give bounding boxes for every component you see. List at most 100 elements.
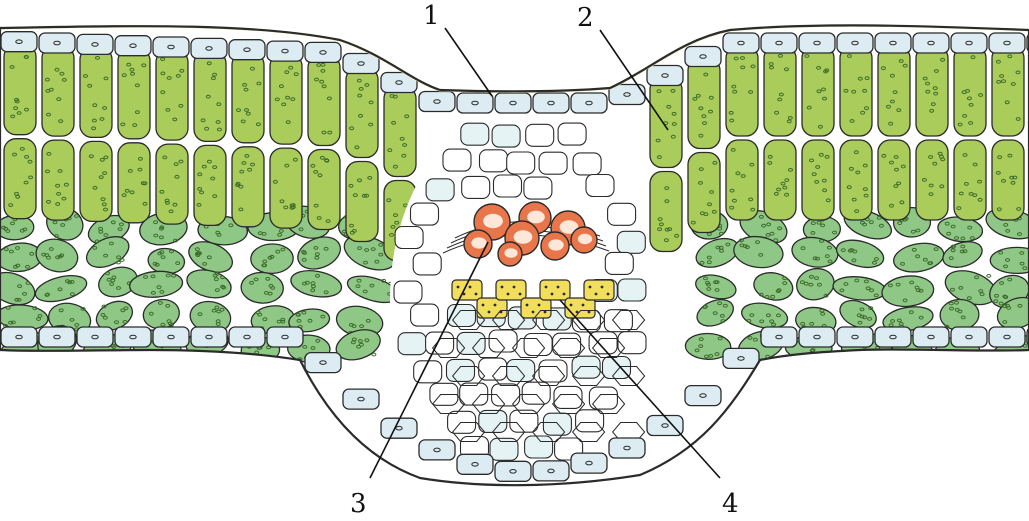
- phloem-dot: [551, 293, 554, 296]
- epidermis-cell: [571, 93, 607, 113]
- epidermis-cell: [1, 327, 37, 347]
- epidermis-cell: [685, 47, 721, 67]
- palisade-cell: [802, 140, 834, 220]
- phloem-dot: [595, 293, 598, 296]
- palisade-cell: [916, 140, 948, 220]
- epidermis-cell: [191, 38, 227, 58]
- epidermis-cell: [229, 40, 265, 60]
- chloroplast: [10, 355, 14, 358]
- epidermis-cell: [495, 93, 531, 113]
- epidermis-cell: [989, 33, 1025, 53]
- parenchyma-cell: [618, 279, 646, 301]
- phloem-cell: [584, 280, 614, 300]
- parenchyma-cell: [572, 356, 600, 378]
- epidermis-cell: [229, 327, 265, 347]
- parenchyma-cell: [507, 360, 535, 382]
- parenchyma-cell: [553, 333, 581, 355]
- epidermis-cell: [799, 33, 835, 53]
- palisade-cell: [650, 78, 682, 168]
- parenchyma-cell: [462, 176, 490, 198]
- xylem-lumen: [578, 234, 592, 244]
- epidermis-cell: [115, 327, 151, 347]
- epidermis-cell: [457, 93, 493, 113]
- phloem-dot: [488, 311, 491, 314]
- phloem-dot: [457, 286, 460, 289]
- callout-label-1: 1: [423, 1, 440, 31]
- epidermis-cell: [685, 386, 721, 406]
- vascular-bundle-group: [390, 110, 650, 490]
- palisade-cell: [840, 140, 872, 220]
- epidermis-cell: [533, 93, 569, 113]
- palisade-cell: [650, 172, 682, 252]
- epidermis-cell: [533, 461, 569, 481]
- phloem-dot: [588, 311, 591, 314]
- epidermis-cell: [419, 92, 455, 112]
- epidermis-cell: [609, 438, 645, 458]
- epidermis-cell: [913, 33, 949, 53]
- palisade-cell: [992, 46, 1024, 136]
- palisade-cell: [308, 56, 340, 146]
- phloem-cell: [521, 298, 551, 318]
- phloem-dot: [582, 304, 585, 307]
- parenchyma-cell: [539, 152, 567, 174]
- palisade-cell: [232, 53, 264, 143]
- palisade-cell: [916, 46, 948, 136]
- chloroplast: [1024, 353, 1028, 356]
- palisade-cell: [346, 68, 378, 158]
- parenchyma-cell: [558, 123, 586, 145]
- callout-label-4: 4: [722, 489, 739, 519]
- epidermis-cell: [305, 42, 341, 62]
- palisade-cell: [802, 46, 834, 136]
- phloem-cell: [496, 280, 526, 300]
- parenchyma-cell: [443, 149, 471, 171]
- epidermis-cell: [39, 33, 75, 53]
- epidermis-cell: [571, 453, 607, 473]
- parenchyma-cell: [398, 333, 426, 355]
- parenchyma-cell: [492, 125, 520, 147]
- parenchyma-cell: [395, 227, 423, 249]
- chloroplast: [902, 350, 906, 353]
- parenchyma-cell: [617, 231, 645, 253]
- epidermis-cell: [495, 461, 531, 481]
- parenchyma-cell: [608, 203, 636, 225]
- chloroplast: [955, 352, 959, 355]
- leader-line-1: [445, 28, 492, 96]
- epidermis-cell: [419, 440, 455, 460]
- parenchyma-cell: [589, 332, 617, 354]
- epidermis-cell: [647, 416, 683, 436]
- palisade-cell: [346, 162, 378, 242]
- callout-label-2: 2: [577, 3, 594, 33]
- epidermis-cell: [39, 327, 75, 347]
- chloroplast: [249, 359, 253, 362]
- phloem-dot: [501, 286, 504, 289]
- phloem-dot: [513, 286, 516, 289]
- parenchyma-cell: [586, 175, 614, 197]
- parenchyma-cell: [603, 357, 631, 379]
- xylem-lumen: [504, 248, 517, 258]
- epidermis-cell: [457, 454, 493, 474]
- epidermis-cell: [305, 353, 341, 373]
- phloem-dot: [507, 293, 510, 296]
- xylem-lumen: [548, 239, 563, 250]
- parenchyma-cell: [605, 252, 633, 274]
- chloroplast: [1016, 355, 1020, 358]
- phloem-dot: [475, 293, 478, 296]
- epidermis-cell: [723, 33, 759, 53]
- chloroplast: [21, 355, 25, 358]
- parenchyma-cell: [573, 153, 601, 175]
- xylem-lumen: [471, 237, 486, 248]
- chloroplast: [32, 352, 36, 355]
- phloem-dot: [545, 286, 548, 289]
- epidermis-cell: [115, 36, 151, 56]
- epidermis-cell: [1, 32, 37, 52]
- epidermis-cell: [761, 327, 797, 347]
- parenchyma-cell: [411, 203, 439, 225]
- palisade-cell: [194, 145, 226, 225]
- palisade-cell: [878, 140, 910, 220]
- phloem-dot: [519, 293, 522, 296]
- chloroplast: [961, 352, 965, 355]
- callout-label-3: 3: [350, 489, 367, 519]
- parenchyma-cell: [461, 123, 489, 145]
- phloem-dot: [469, 286, 472, 289]
